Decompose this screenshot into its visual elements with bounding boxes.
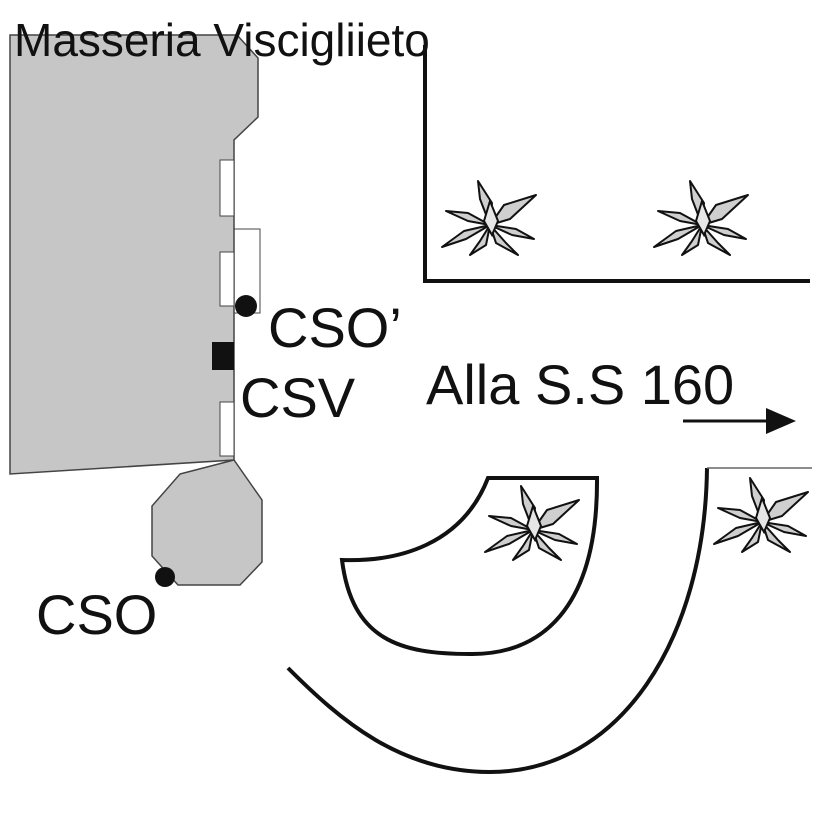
window	[219, 251, 235, 307]
window	[219, 401, 235, 457]
road-curve	[286, 467, 709, 775]
agave-plant-icon	[713, 477, 809, 553]
garden-island	[339, 476, 600, 657]
window	[219, 159, 235, 217]
filled-circle-icon	[155, 567, 175, 587]
field-boundary	[423, 45, 810, 283]
filled-square-icon	[212, 342, 234, 370]
agave-plant-icon	[653, 180, 749, 256]
label-cso: CSO	[36, 583, 157, 646]
filled-circle-icon	[235, 295, 257, 317]
label-cso-prime: CSO’	[268, 296, 402, 359]
arrow-right-icon	[683, 408, 796, 434]
label-road-direction: Alla S.S 160	[426, 353, 734, 416]
map-title: Masseria Viscigliieto	[14, 14, 430, 66]
building-octagon	[151, 459, 263, 586]
building	[9, 34, 263, 586]
building-main	[9, 34, 259, 475]
agave-plant-icon	[441, 180, 537, 256]
agave-plant-icon	[484, 485, 580, 561]
label-csv: CSV	[240, 366, 356, 429]
